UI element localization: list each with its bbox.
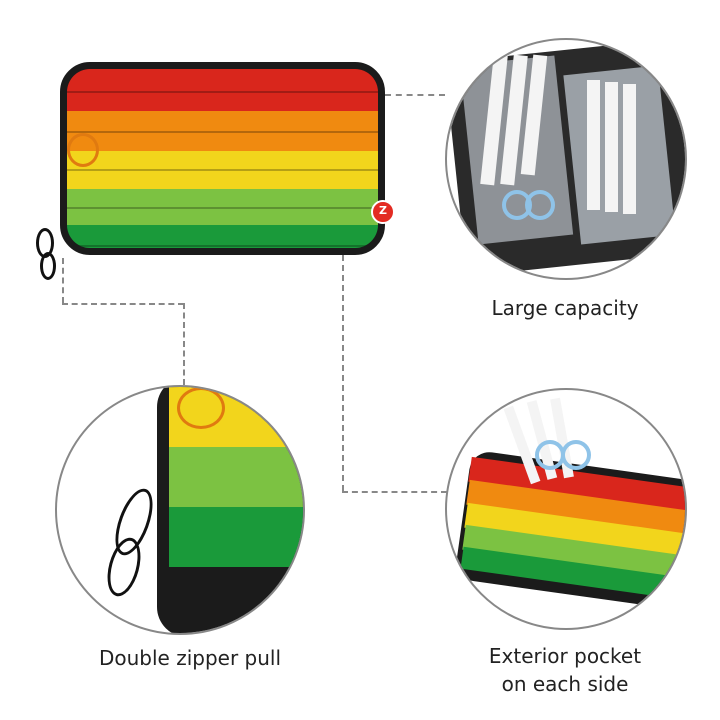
- connector-line: [183, 303, 185, 385]
- connector-line: [342, 255, 344, 491]
- zipper-ring: [67, 133, 99, 167]
- connector-line: [342, 491, 447, 493]
- large-capacity-image: [445, 38, 687, 280]
- feature-label-line1: Exterior pocket: [488, 644, 642, 668]
- feature-label-line2: on each side: [501, 672, 629, 696]
- zipper-pull-icon: [40, 252, 56, 280]
- double-zipper-pull-image: [55, 385, 305, 635]
- connector-line: [385, 94, 445, 96]
- feature-label: Double zipper pull: [98, 646, 282, 670]
- brand-tag: Z: [371, 200, 395, 224]
- brand-tag-text: Z: [379, 204, 387, 217]
- feature-label: Exterior pocket on each side: [445, 642, 685, 698]
- connector-line: [62, 303, 184, 305]
- exterior-pocket-image: [445, 388, 687, 630]
- rainbow-pencil-pouch-image: [60, 62, 385, 255]
- connector-line: [62, 258, 64, 303]
- feature-label: Large capacity: [491, 296, 639, 320]
